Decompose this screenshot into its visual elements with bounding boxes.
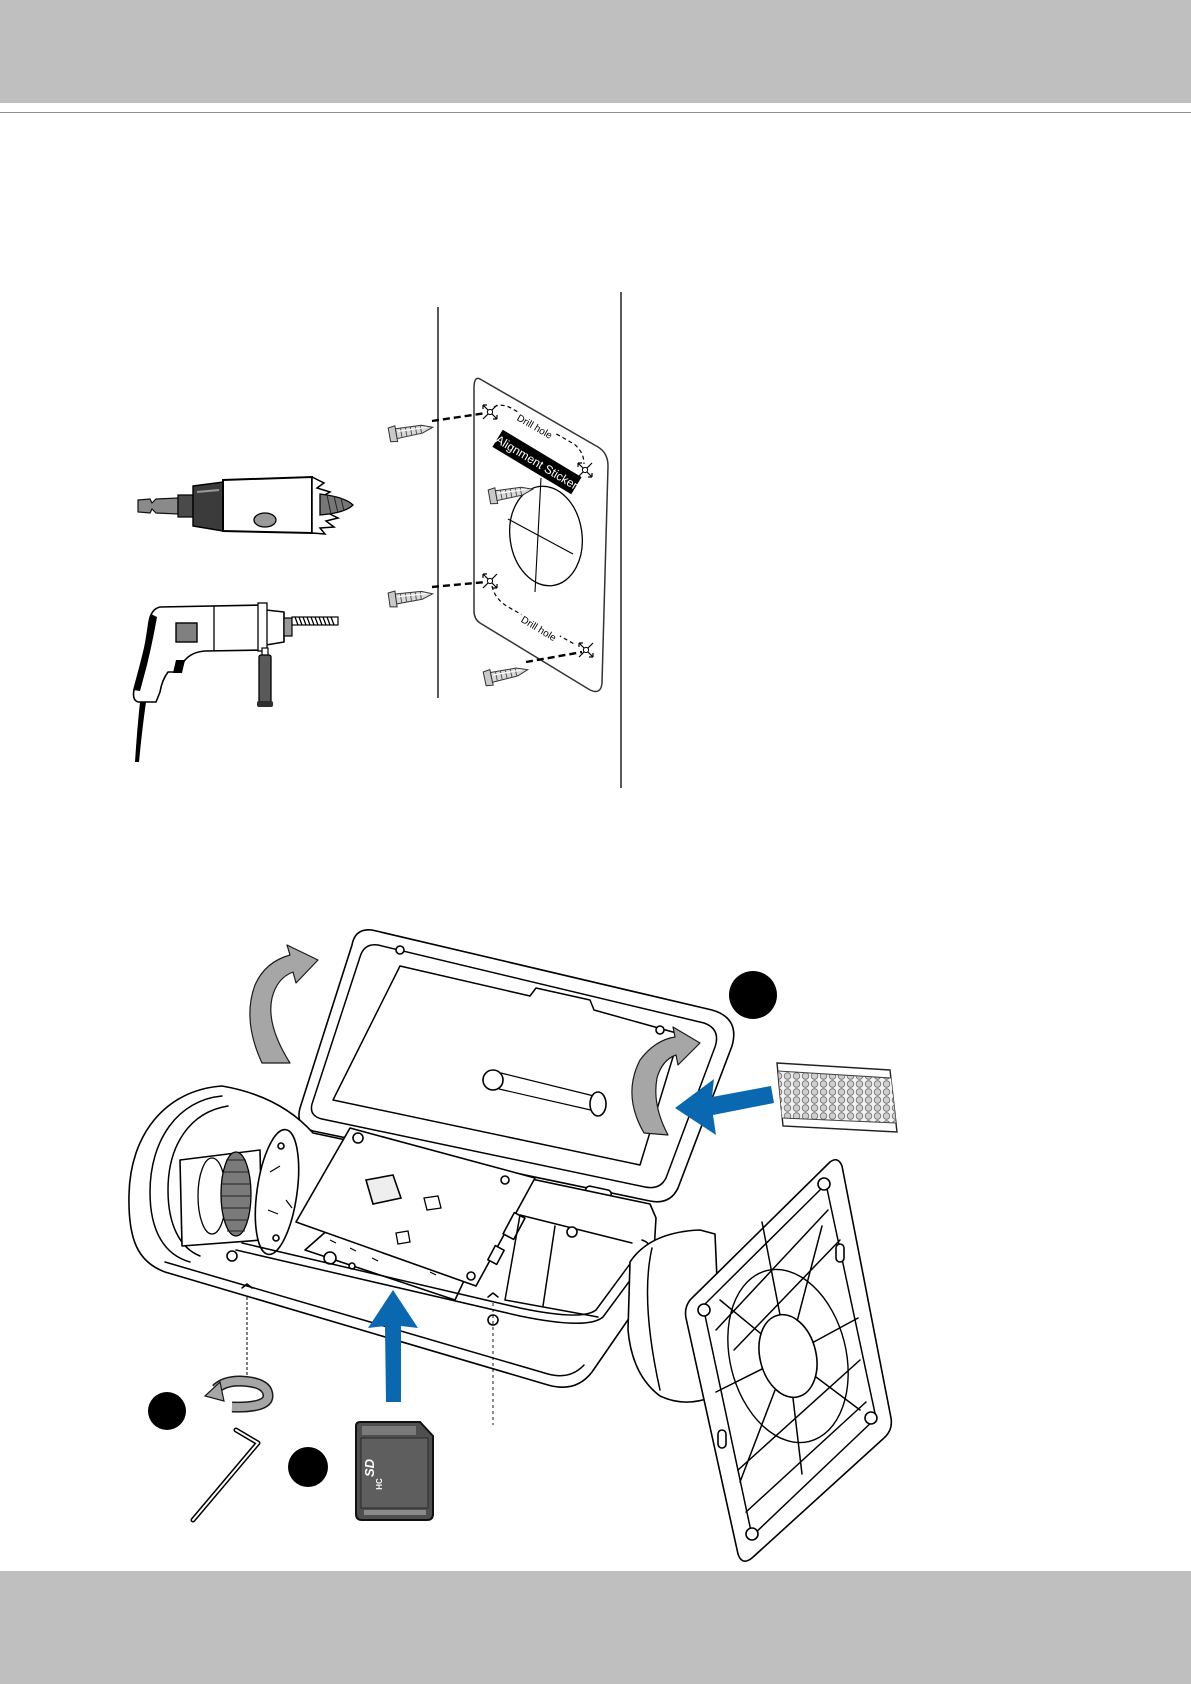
- step-marker-icon: [148, 1392, 186, 1430]
- sd-logo: SD: [362, 1458, 377, 1477]
- curved-arrow-icon: [250, 945, 318, 1063]
- hole-saw-icon: [138, 477, 353, 534]
- sd-card-icon: SD HC: [356, 1422, 433, 1520]
- step-marker-icon: [729, 971, 777, 1019]
- step-marker-icon: [288, 1447, 328, 1487]
- power-drill-icon: [133, 603, 338, 762]
- mounting-bracket-icon: [686, 1160, 892, 1561]
- wall-anchor-icon: [388, 586, 434, 608]
- hex-key-icon: [193, 1430, 258, 1520]
- sd-class-logo: HC: [375, 1478, 384, 1490]
- wall-mount-figure: Drill hole Drill hole Alignment Sticker: [133, 292, 621, 788]
- camera-housing-figure: SD HC: [129, 930, 897, 1561]
- wall-anchor-icon: [388, 419, 434, 442]
- lid-post: [483, 1070, 503, 1090]
- alignment-sticker-icon: Drill hole Drill hole Alignment Sticker: [474, 378, 608, 691]
- silica-gel-pack-icon: [777, 1063, 897, 1132]
- wall-anchor-icon: [483, 662, 529, 687]
- rotate-arrow-icon: [205, 1381, 268, 1407]
